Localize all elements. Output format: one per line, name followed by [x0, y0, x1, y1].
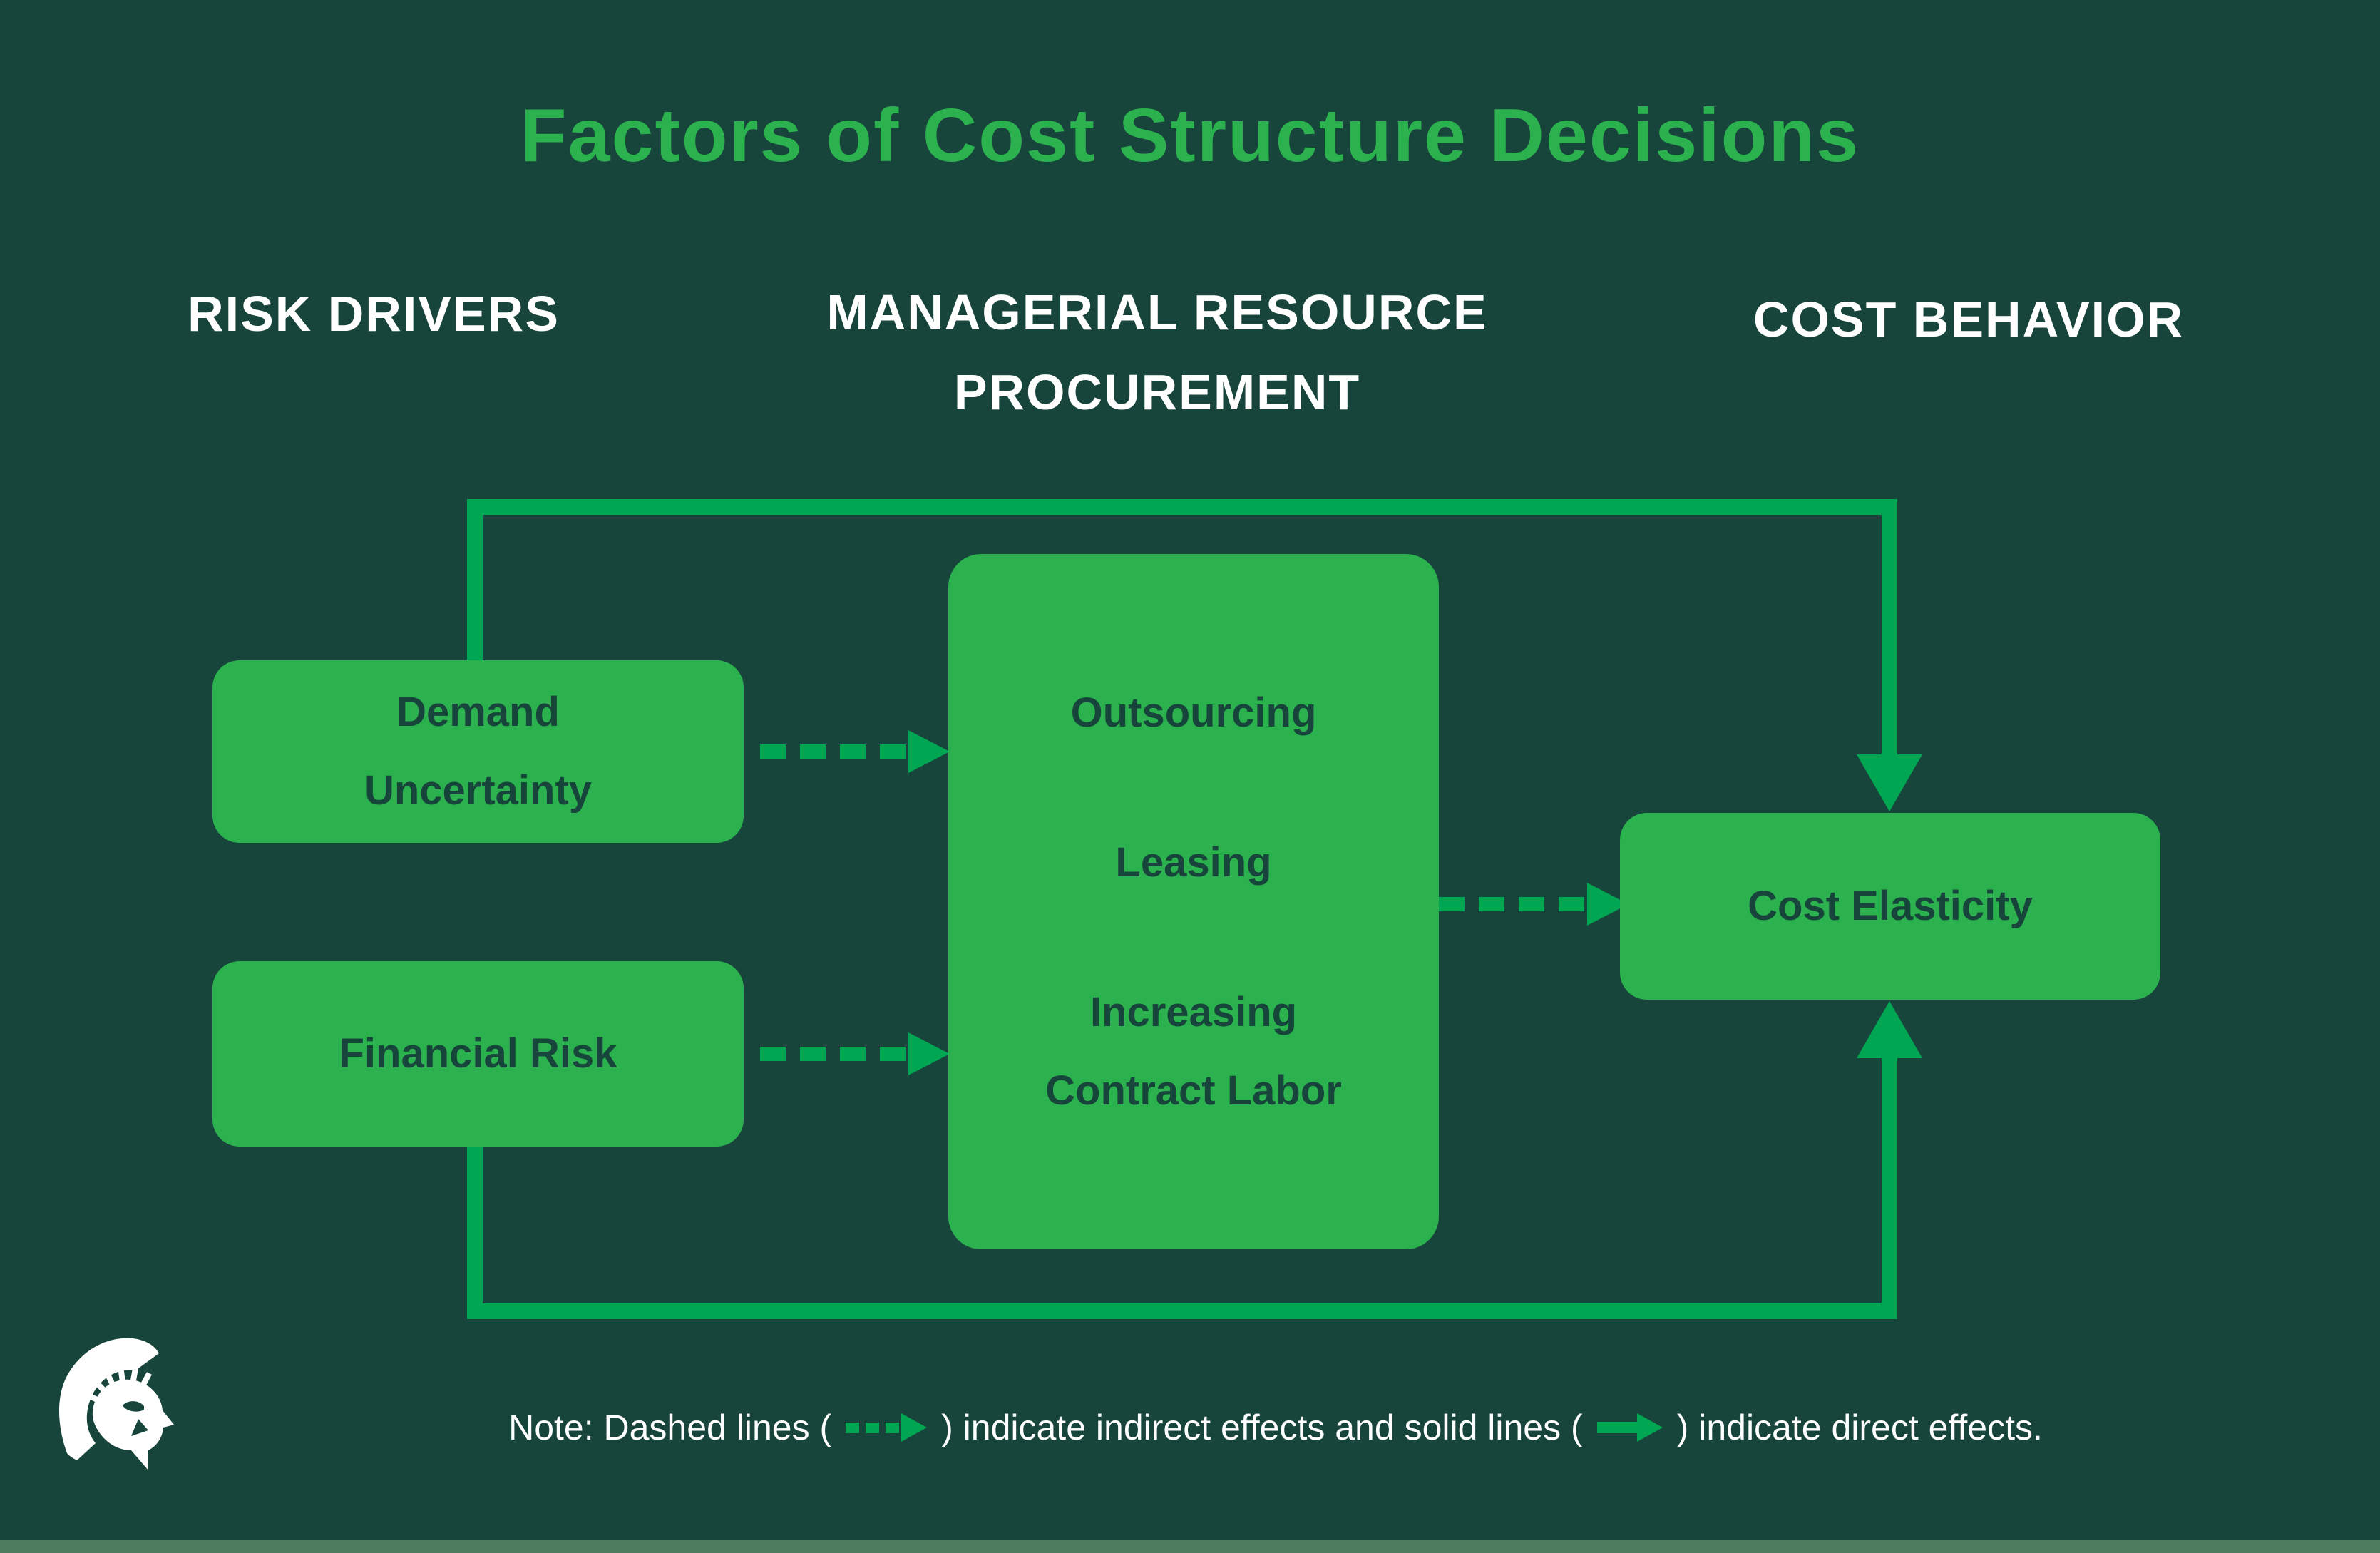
- node-label: Demand: [396, 689, 560, 735]
- dashed-arrowhead-right-icon: [908, 730, 950, 773]
- msu-spartan-helmet-icon: [56, 1335, 198, 1492]
- dash-segment: [880, 744, 906, 759]
- direct-line-top-right-vertical: [1882, 499, 1897, 754]
- dashed-arrow-center-to-cost: [1439, 883, 1628, 926]
- dash-segment: [880, 1047, 906, 1061]
- node-demand-uncertainty: Demand Uncertainty: [212, 660, 744, 843]
- note-text-part2: ) indicate indirect effects and solid li…: [941, 1408, 1583, 1447]
- managerial-header-line1: MANAGERIAL RESOURCE: [826, 285, 1488, 340]
- dashed-arrowhead-right-icon: [908, 1032, 950, 1075]
- dash-segment: [1519, 897, 1544, 911]
- dash-segment: [1439, 897, 1465, 911]
- dashed-arrow-legend-icon: [846, 1413, 928, 1442]
- note-text-part1: Note: Dashed lines (: [508, 1408, 832, 1447]
- dash-segment: [800, 744, 826, 759]
- center-item-outsourcing: Outsourcing: [1070, 689, 1317, 736]
- direct-arrowhead-up-icon: [1857, 1001, 1922, 1058]
- dash-segment: [760, 744, 786, 759]
- note-text-part3: ) indicate direct effects.: [1676, 1408, 2043, 1447]
- dashed-arrow-demand-to-center: [760, 730, 950, 773]
- node-cost-elasticity: Cost Elasticity: [1620, 813, 2160, 1000]
- page-title: Factors of Cost Structure Decisions: [520, 93, 1860, 178]
- center-item-increasing-contract-labor: Increasing Contract Labor: [1045, 988, 1342, 1114]
- column-header-risk-drivers: RISK DRIVERS: [188, 286, 560, 342]
- dash-segment: [1479, 897, 1504, 911]
- dashed-arrow-financial-to-center: [760, 1032, 950, 1075]
- footer-strip: [0, 1540, 2380, 1553]
- direct-line-top-horizontal: [467, 499, 1897, 515]
- solid-arrow-legend-icon: [1596, 1413, 1663, 1442]
- dash-segment: [1559, 897, 1584, 911]
- direct-line-bottom-right-vertical: [1882, 1058, 1897, 1303]
- column-header-managerial-resource-procurement: MANAGERIAL RESOURCE PROCUREMENT: [786, 272, 1528, 432]
- direct-line-bottom-horizontal: [467, 1303, 1897, 1319]
- node-managerial-resource-procurement: Outsourcing Leasing Increasing Contract …: [948, 554, 1439, 1249]
- dash-segment: [840, 744, 866, 759]
- direct-line-bottom-left-vertical: [467, 1147, 483, 1319]
- node-financial-risk: Financial Risk: [212, 961, 744, 1147]
- column-header-cost-behavior: COST BEHAVIOR: [1753, 292, 2185, 347]
- dash-segment: [800, 1047, 826, 1061]
- node-label: Cost Elasticity: [1748, 883, 2033, 929]
- direct-line-top-left-vertical: [467, 499, 483, 660]
- dash-segment: [840, 1047, 866, 1061]
- legend-note: Note: Dashed lines ( ) indicate indirect…: [171, 1392, 2380, 1463]
- dash-segment: [760, 1047, 786, 1061]
- managerial-header-line2: PROCUREMENT: [953, 364, 1361, 420]
- node-label: Financial Risk: [339, 1030, 617, 1077]
- center-item-leasing: Leasing: [1115, 839, 1272, 886]
- direct-arrowhead-down-icon: [1857, 754, 1922, 811]
- node-label: Uncertainty: [364, 767, 593, 814]
